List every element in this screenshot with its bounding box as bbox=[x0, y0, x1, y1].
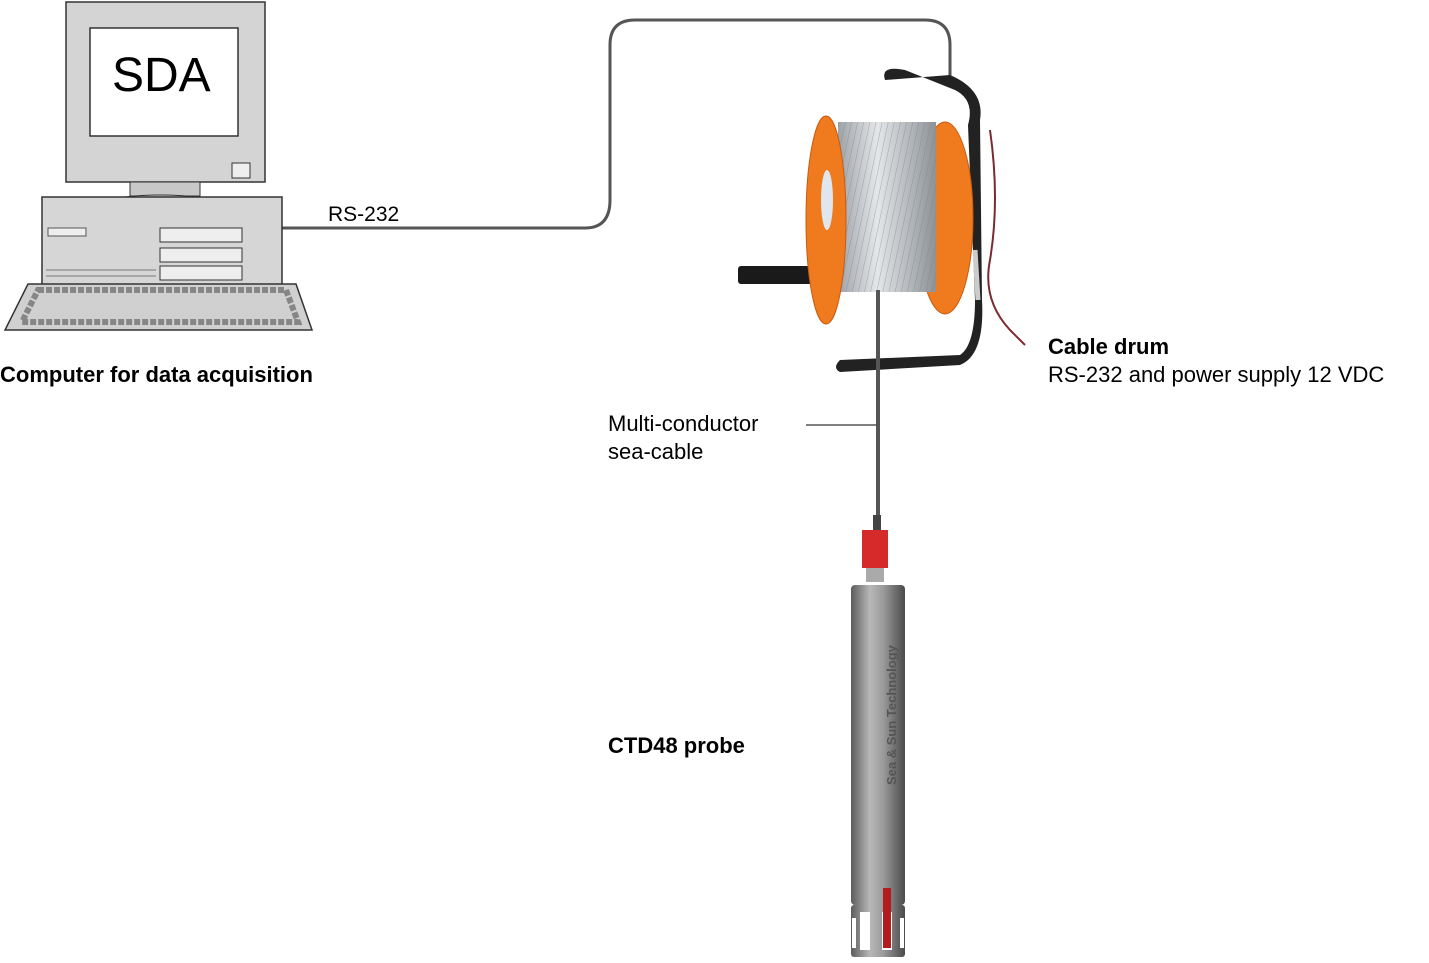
computer-screen-text: SDA bbox=[112, 49, 211, 102]
probe-brand-text: Sea & Sun Technology bbox=[884, 644, 899, 785]
rs232-cable bbox=[282, 18, 952, 230]
rs232-label: RS-232 bbox=[328, 203, 400, 226]
computer-icon bbox=[3, 1, 314, 331]
probe-label: CTD48 probe bbox=[608, 733, 745, 758]
ctd48-probe-image bbox=[851, 515, 905, 957]
cable-drum-title: Cable drum bbox=[1048, 334, 1170, 359]
sea-cable-label-line2: sea-cable bbox=[608, 439, 704, 464]
sea-cable-label-line1: Multi-conductor bbox=[608, 411, 759, 436]
computer-label: Computer for data acquisition bbox=[0, 362, 313, 387]
cable-drum-image bbox=[738, 68, 1026, 372]
cable-drum-subtitle: RS-232 and power supply 12 VDC bbox=[1048, 362, 1385, 387]
